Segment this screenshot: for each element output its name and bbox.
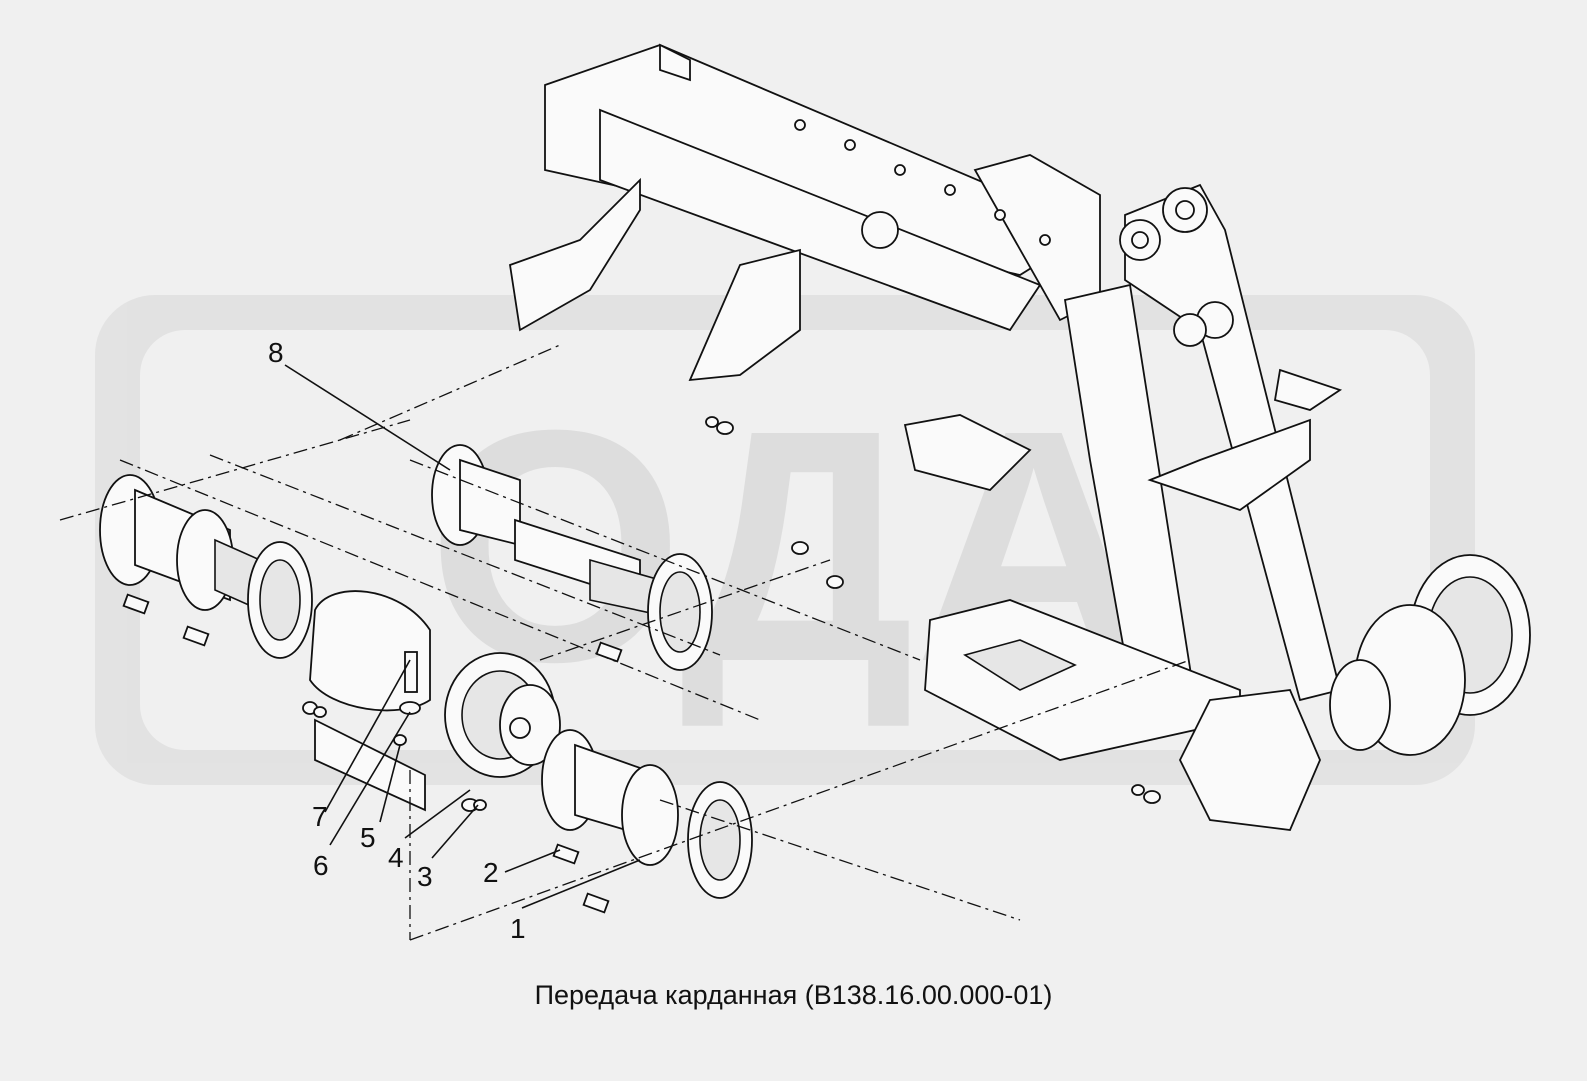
callout-2: 2 [483,857,499,888]
callout-4: 4 [388,842,404,873]
figure-caption: Передача карданная (В138.16.00.000-01) [534,980,1053,1010]
callout-8: 8 [268,337,284,368]
leader-lines [284,364,641,909]
fasteners [705,416,1161,804]
callout-5: 5 [360,822,376,853]
assembly-axis-lines [59,344,1191,941]
wheel-hub [1178,554,1531,831]
callout-1: 1 [510,913,526,944]
chassis-frame [508,43,1343,761]
intermediate-support [302,590,561,812]
cardan-shaft-right [541,729,753,914]
callout-labels: 1 2 3 4 5 6 7 8 [268,337,526,944]
callout-7: 7 [312,801,328,832]
callout-6: 6 [313,850,329,881]
cardan-shaft-left [99,474,313,659]
callout-3: 3 [417,861,433,892]
